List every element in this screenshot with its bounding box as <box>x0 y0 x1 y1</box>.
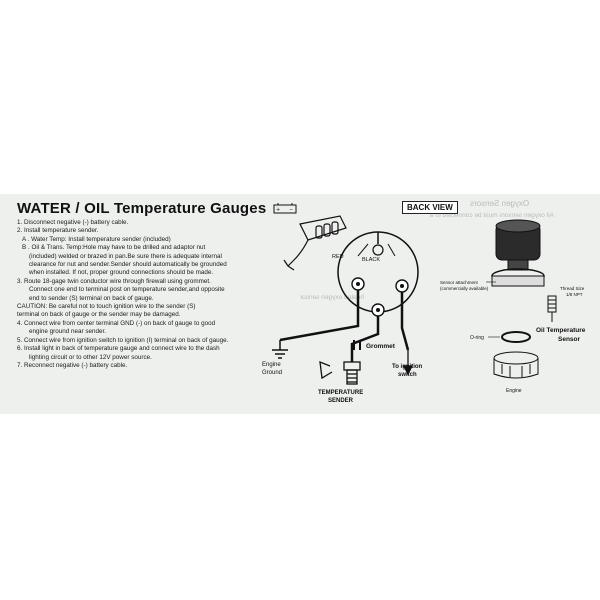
step-line: 1. Disconnect negative (-) battery cable… <box>17 219 129 226</box>
step-line: Connect one end to terminal post on temp… <box>29 286 225 294</box>
svg-text:−: − <box>289 207 293 213</box>
step-line: 2. Install temperature sender. <box>17 227 99 235</box>
step-line: 6. Install light in back of temperature … <box>17 345 220 353</box>
step-line: A . Water Temp: Install temperature send… <box>22 235 171 243</box>
thread-sensor-icon <box>547 295 557 322</box>
step-line: 5. Connect wire from ignition switch to … <box>17 336 229 344</box>
instruction-steps: 1. Disconnect negative (-) battery cable… <box>17 219 275 370</box>
back-view-label: BACK VIEW <box>402 201 458 214</box>
engine-label: Engine <box>506 388 522 394</box>
sensor-attachment-label: Sensor attachment(commercially available… <box>440 280 489 291</box>
grommet-icon <box>353 340 361 350</box>
o-ring-label: O-ring <box>470 335 484 341</box>
gauge-back-icon <box>337 231 419 317</box>
lamp-socket-icon <box>283 215 347 271</box>
o-ring-icon <box>501 331 531 343</box>
step-line: 4. Connect wire from center terminal GND… <box>17 319 216 327</box>
step-line: 7. Reconnect negative (-) battery cable. <box>17 361 128 369</box>
step-line: lighting circuit or to other 12V power s… <box>29 353 152 361</box>
step-line: clearance for nut and sender.Sender shou… <box>29 261 227 269</box>
step-line: 3. Route 18-gage twin conductor wire thr… <box>17 277 211 285</box>
svg-text:+: + <box>276 207 280 213</box>
black-wire-label: BLACK <box>362 257 380 263</box>
battery-icon: + − <box>273 203 297 214</box>
oil-sensor-diagram: Sensor attachment(commercially available… <box>440 219 586 394</box>
step-line: end to sender (S) terminal on back of ga… <box>29 294 154 302</box>
engine-block-icon <box>493 351 539 379</box>
step-line: CAUTION: Be careful not to touch ignitio… <box>17 303 196 311</box>
step-line: (included) welded or brazed in pan.Be su… <box>29 252 222 260</box>
oil-filter-icon <box>491 219 545 287</box>
instruction-sheet: Oxygen Sensors All oxygen sensors must b… <box>0 194 600 414</box>
step-line: engine ground near sender. <box>29 328 107 336</box>
step-line: B . Oil & Trans. Temp:Hole may have to b… <box>22 244 206 252</box>
ignition-arrow-icon <box>402 350 414 376</box>
temperature-sender-icon <box>319 360 361 385</box>
wire-harness <box>279 290 410 362</box>
grommet-label: Grommet <box>366 343 396 350</box>
bleed-through-heading: Oxygen Sensors <box>470 199 530 208</box>
page-title: WATER / OIL Temperature Gauges <box>17 200 267 217</box>
red-wire-label: RED <box>332 254 344 260</box>
ground-icon <box>272 340 288 359</box>
step-line: terminal on back of gauge or the sender … <box>17 311 181 319</box>
step-line: when installed. If not, proper ground co… <box>29 269 214 277</box>
